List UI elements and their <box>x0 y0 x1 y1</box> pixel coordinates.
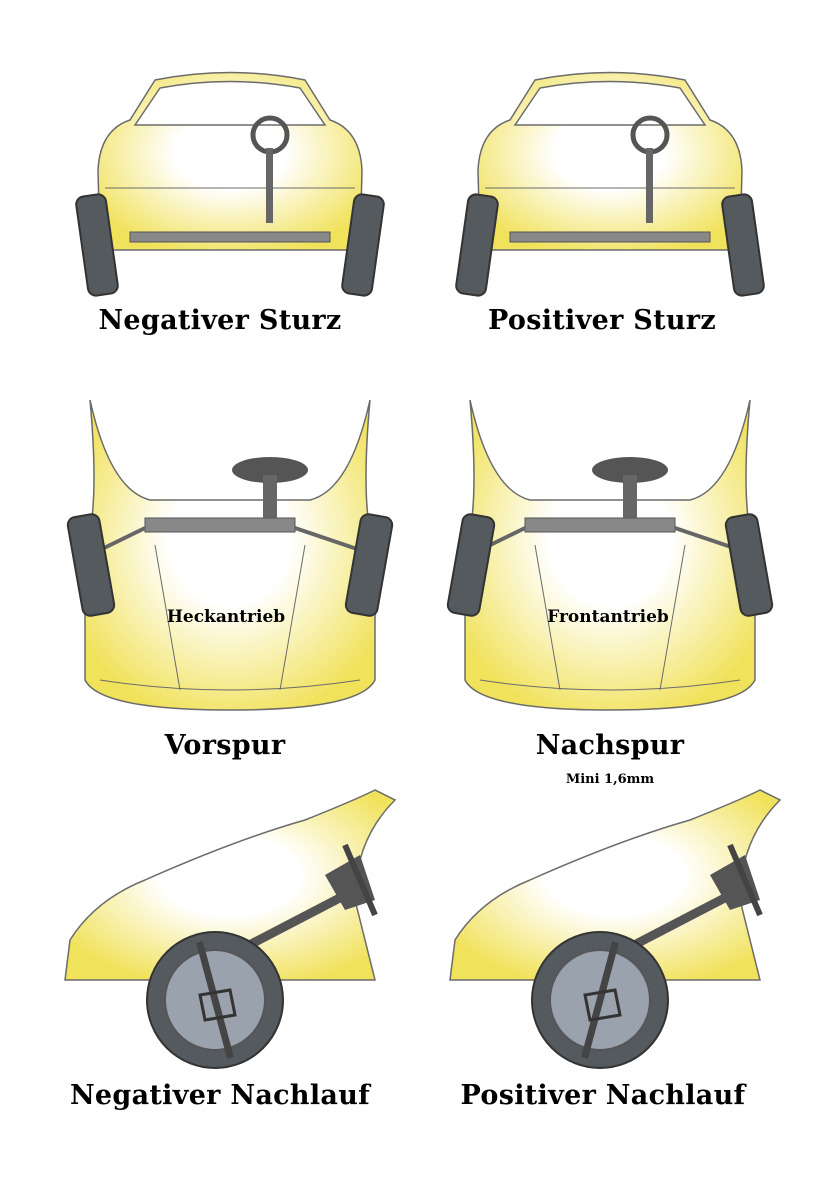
right-tire <box>721 193 765 297</box>
axle <box>129 231 331 243</box>
steering-column <box>263 475 277 520</box>
title-toe-in: Vorspur <box>164 730 286 761</box>
left-tire <box>66 513 116 617</box>
car-side-view-negative-caster <box>64 789 397 1069</box>
right-tire <box>724 513 774 617</box>
steering-knuckle <box>198 988 237 1022</box>
windshield <box>133 80 327 126</box>
car-body <box>84 399 376 711</box>
title-negative-camber: Negativer Sturz <box>98 305 342 336</box>
steering-boot <box>710 855 760 910</box>
panel-positive-caster <box>440 780 800 1070</box>
car-top-view-toe-in <box>66 399 394 711</box>
steering-column <box>646 148 653 223</box>
panel-toe-in <box>60 380 400 720</box>
car-body <box>464 399 756 711</box>
right-tire <box>341 193 385 297</box>
control-arms <box>99 526 361 552</box>
kingpin-axis <box>196 941 234 1059</box>
panel-positive-camber <box>440 60 780 310</box>
title-positive-camber: Positiver Sturz <box>488 305 716 336</box>
hood-line <box>479 544 741 691</box>
left-tire <box>446 513 496 617</box>
hood-line <box>99 544 361 691</box>
car-front-view-negative-camber <box>75 71 385 297</box>
car-body <box>64 789 397 981</box>
tie-rod <box>524 517 676 533</box>
right-tire <box>344 513 394 617</box>
steering-column <box>266 148 273 223</box>
panel-toe-out <box>440 380 780 720</box>
car-side-view-positive-caster <box>449 789 782 1069</box>
note-toe-out-value: Mini 1,6mm <box>565 772 655 787</box>
tie-rod <box>144 517 296 533</box>
steering-wheel <box>232 457 308 483</box>
car-front-view-positive-camber <box>455 71 765 297</box>
steering-wheel <box>592 457 668 483</box>
panel-negative-caster <box>55 780 415 1070</box>
windshield <box>513 80 707 126</box>
car-body <box>449 789 782 981</box>
axle <box>509 231 711 243</box>
left-tire <box>75 193 119 297</box>
title-negative-caster: Negativer Nachlauf <box>69 1080 371 1111</box>
steering-wheel <box>342 843 378 917</box>
sublabel-rear-wheel-drive: Heckantrieb <box>166 607 286 627</box>
steering-knuckle <box>583 988 622 1022</box>
title-toe-out: Nachspur <box>535 730 685 761</box>
steering-boot <box>325 855 375 910</box>
car-top-view-toe-out <box>446 399 774 711</box>
left-tire <box>455 193 499 297</box>
panel-negative-camber <box>60 60 400 310</box>
steering-column <box>623 475 637 520</box>
sublabel-front-wheel-drive: Frontantrieb <box>547 607 669 627</box>
title-positive-caster: Positiver Nachlauf <box>460 1080 746 1111</box>
steering-wheel <box>727 843 763 917</box>
kingpin-axis <box>581 941 619 1059</box>
